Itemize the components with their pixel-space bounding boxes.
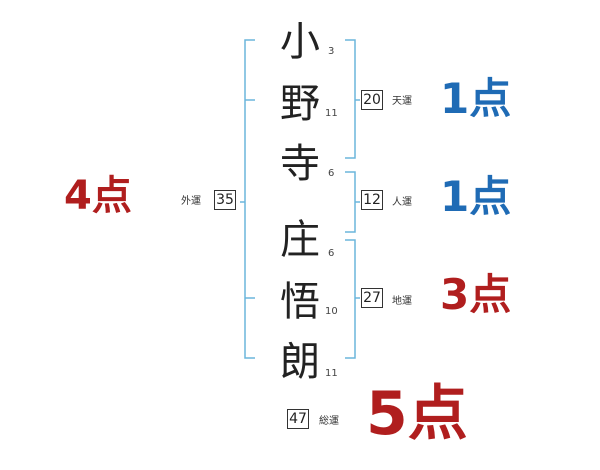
chi-bracket	[345, 239, 356, 359]
jin-value-box: 12	[361, 190, 383, 210]
given-strokes-3: 11	[325, 368, 338, 379]
given-char-2: 悟	[280, 279, 320, 325]
jin-score: 1点	[440, 172, 512, 221]
jin-label: 人運	[392, 197, 412, 208]
surname-char-3: 寺	[280, 141, 320, 187]
given-strokes-2: 10	[325, 306, 338, 317]
gai-score: 4点	[64, 173, 132, 219]
sou-label: 総運	[319, 416, 339, 427]
surname-char-2: 野	[280, 81, 320, 127]
jin-bracket	[345, 171, 356, 233]
given-char-3: 朗	[280, 339, 320, 385]
ten-score: 1点	[440, 74, 512, 123]
sou-value-box: 47	[287, 409, 309, 429]
surname-char-1: 小	[280, 19, 320, 65]
chi-value-box: 27	[361, 288, 383, 308]
sou-score: 5点	[366, 379, 468, 449]
outer-bracket	[244, 39, 255, 359]
surname-strokes-2: 11	[325, 108, 338, 119]
surname-strokes-3: 6	[328, 168, 335, 179]
gai-value-box: 35	[214, 190, 236, 210]
ten-bracket	[345, 39, 356, 159]
ten-label: 天運	[392, 96, 412, 107]
chi-score: 3点	[440, 270, 512, 319]
given-strokes-1: 6	[328, 248, 335, 259]
ten-value-box: 20	[361, 90, 383, 110]
surname-strokes-1: 3	[328, 46, 335, 57]
gai-label: 外運	[181, 196, 201, 207]
given-char-1: 庄	[280, 217, 320, 263]
chi-label: 地運	[392, 296, 412, 307]
